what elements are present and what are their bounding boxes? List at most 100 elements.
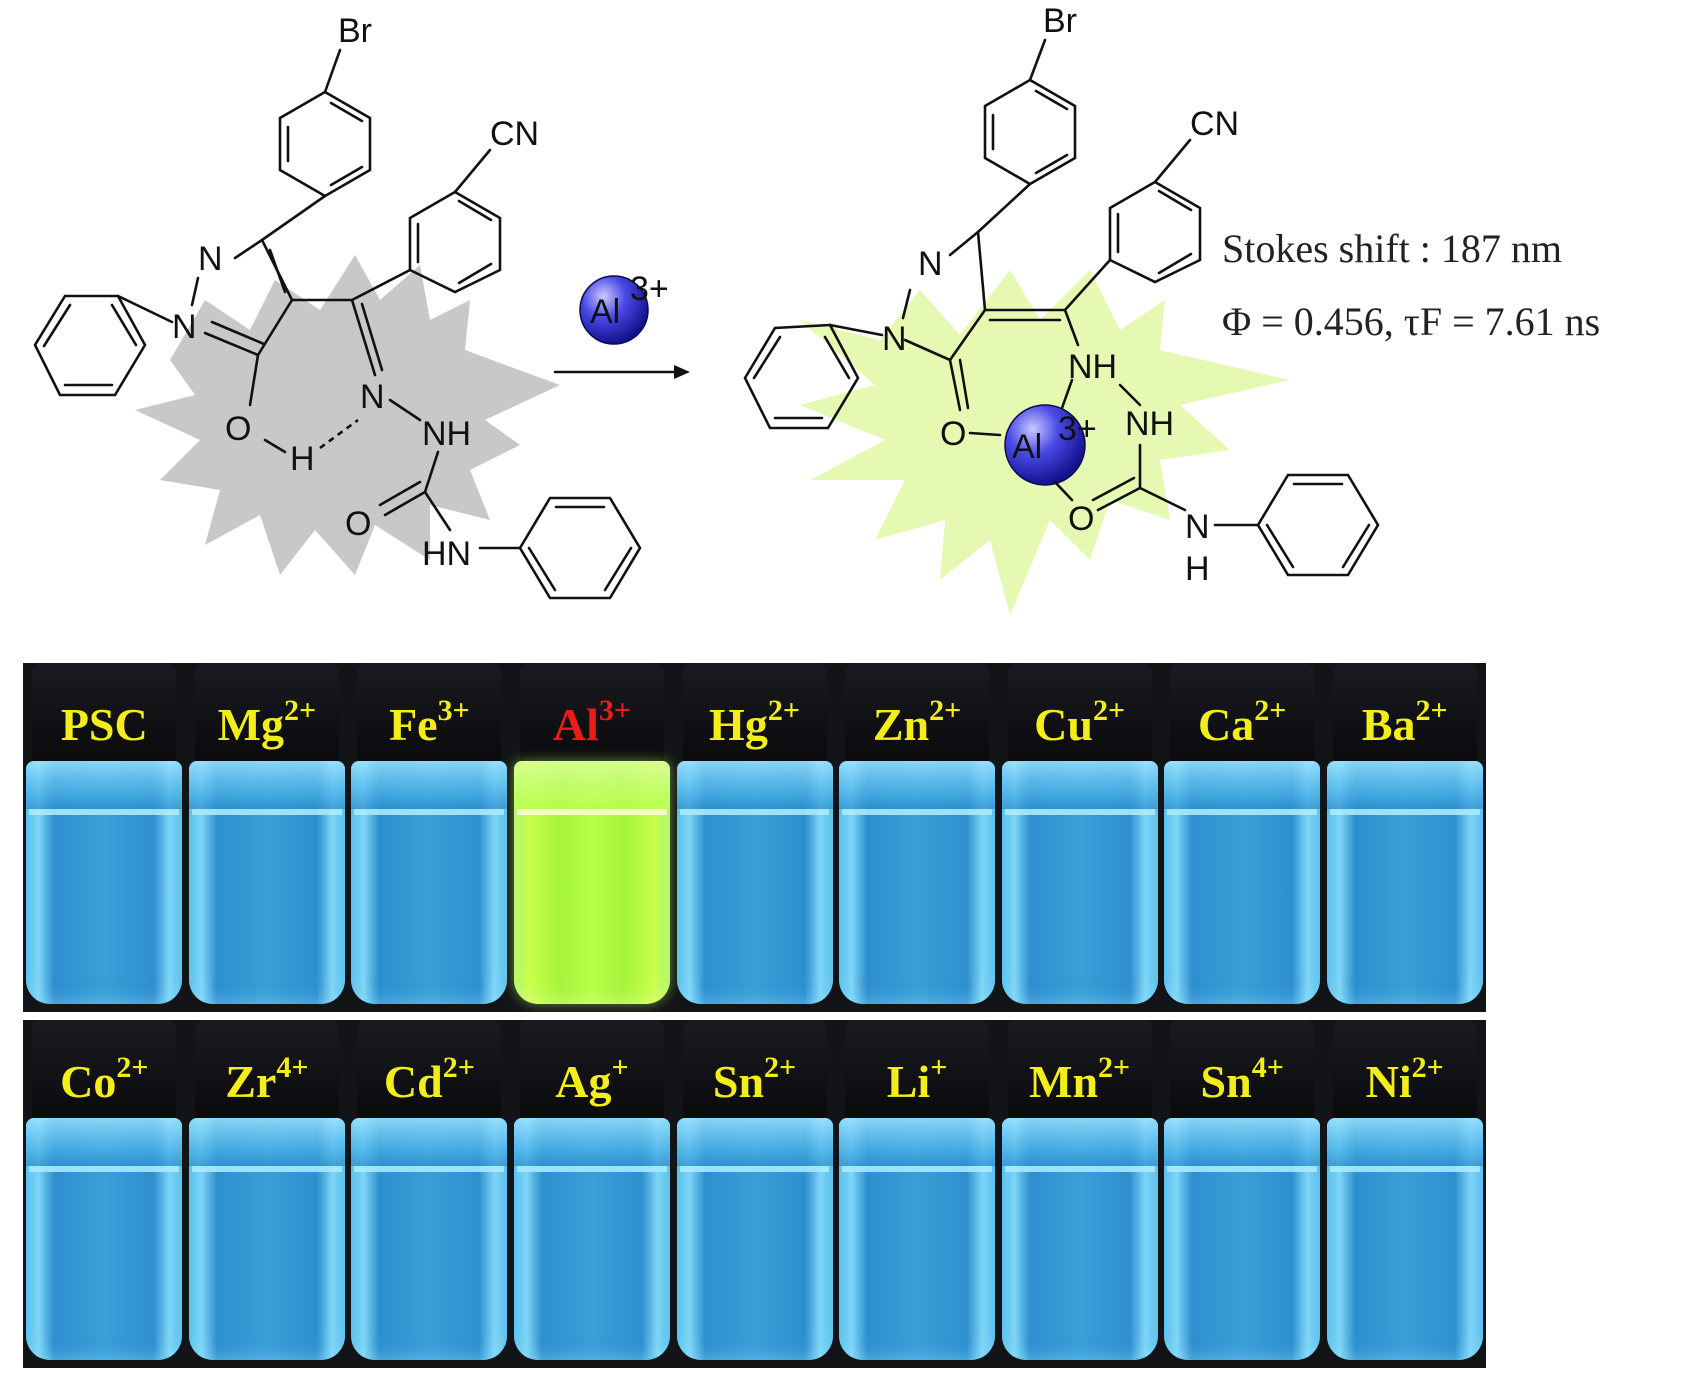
ion-label: Al3+	[512, 696, 672, 751]
vial-psc: PSC	[24, 663, 184, 1012]
vial-solution	[676, 761, 833, 1004]
complex-structure: Br N N O NH NH O N H	[743, 2, 1380, 615]
vial-solution	[26, 1118, 183, 1360]
vial-photo-bottom: Co2+Zr4+Cd2+Ag+Sn2+Li+Mn2+Sn4+Ni2+	[23, 1020, 1486, 1368]
vial-cap	[682, 1020, 827, 1118]
vial-zn-2plus: Zn2+	[837, 663, 997, 1012]
ion-label: Ca2+	[1162, 696, 1322, 751]
reagent-al-ball	[579, 275, 649, 345]
complex-n2-label: N	[918, 245, 943, 283]
ion-label: Sn4+	[1162, 1053, 1322, 1108]
vial-hg-2plus: Hg2+	[675, 663, 835, 1012]
ion-label: Co2+	[24, 1053, 184, 1108]
complex-carbonyl-o-label: O	[1068, 500, 1094, 538]
complex-n3-label: N	[1185, 508, 1210, 546]
ion-charge: 2+	[1254, 694, 1287, 727]
ion-symbol: Cu	[1034, 699, 1093, 750]
ion-label: Zn2+	[837, 696, 997, 751]
vial-solution	[1326, 761, 1483, 1004]
ion-label: Mg2+	[187, 696, 347, 751]
ligand-h-label: H	[290, 440, 315, 478]
complex-n3-h-label: H	[1185, 550, 1210, 588]
ion-symbol: Li	[886, 1056, 931, 1107]
ion-symbol: Cd	[383, 1056, 443, 1107]
stokes-shift-text: Stokes shift : 187 nm	[1222, 226, 1562, 271]
vial-solution	[1326, 1118, 1483, 1360]
complex-n1-label: N	[882, 320, 907, 358]
vial-cap	[194, 1020, 339, 1118]
vial-sn-4plus: Sn4+	[1162, 1020, 1322, 1368]
ion-symbol: Al	[552, 699, 599, 750]
complex-metal-charge: 3+	[1058, 410, 1097, 448]
vial-solution	[26, 761, 183, 1004]
vial-solution	[839, 761, 996, 1004]
vial-cap	[682, 663, 827, 761]
ligand-structure: Br N N O H N NH O HN	[33, 12, 642, 600]
vial-cap	[32, 663, 177, 761]
complex-o-label: O	[940, 415, 966, 453]
vial-cap	[357, 663, 502, 761]
vial-cap	[1332, 663, 1477, 761]
ion-label: Hg2+	[675, 696, 835, 751]
ligand-cn-label: CN	[490, 115, 539, 153]
ligand-br-label: Br	[338, 12, 372, 50]
ion-charge: 2+	[442, 1051, 475, 1084]
vial-fe-3plus: Fe3+	[349, 663, 509, 1012]
ion-symbol: Ca	[1197, 699, 1255, 750]
vial-solution	[351, 1118, 508, 1360]
ion-symbol: Mg	[217, 699, 284, 750]
ion-charge: 2+	[929, 694, 962, 727]
vial-ag-plus: Ag+	[512, 1020, 672, 1368]
vial-co-2plus: Co2+	[24, 1020, 184, 1368]
complex-cn-label: CN	[1190, 105, 1239, 143]
ligand-n2-label: N	[198, 240, 223, 278]
vial-solution	[676, 1118, 833, 1360]
ligand-carbonyl-o-label: O	[345, 505, 371, 543]
ion-charge: +	[930, 1051, 948, 1084]
vial-solution	[188, 1118, 345, 1360]
ion-charge: 2+	[283, 694, 317, 727]
vial-cap	[32, 1020, 177, 1118]
vial-cu-2plus: Cu2+	[1000, 663, 1160, 1012]
complex-nh1-label: NH	[1068, 348, 1117, 386]
ion-charge: 2+	[1092, 694, 1126, 727]
ion-symbol: Zr	[225, 1056, 277, 1107]
ion-charge: 2+	[1098, 1051, 1131, 1084]
ion-charge: 2+	[116, 1051, 149, 1084]
vial-ba-2plus: Ba2+	[1325, 663, 1485, 1012]
ion-label: Zr4+	[187, 1053, 347, 1108]
ligand-n1-label: N	[172, 308, 197, 346]
ion-symbol: Ba	[1361, 699, 1416, 750]
reagent-charge-label: 3+	[630, 270, 669, 308]
complex-br-label: Br	[1043, 2, 1077, 40]
ion-charge: 2+	[764, 1051, 797, 1084]
ion-symbol: PSC	[60, 699, 148, 750]
vial-cap	[519, 663, 664, 761]
vial-cap	[1007, 1020, 1152, 1118]
vial-cap	[519, 1020, 664, 1118]
ligand-imine-n-label: N	[360, 378, 385, 416]
vial-li-plus: Li+	[837, 1020, 997, 1368]
ion-symbol: Ag	[555, 1056, 612, 1107]
complex-metal-label: Al	[1012, 428, 1042, 466]
vial-cap	[1332, 1020, 1477, 1118]
vial-solution	[513, 761, 670, 1004]
vial-solution	[188, 761, 345, 1004]
quantum-yield-text: Φ = 0.456, τF = 7.61 ns	[1222, 299, 1600, 344]
ion-charge: 2+	[1415, 694, 1448, 727]
ion-symbol: Zn	[872, 699, 930, 750]
vial-solution	[1164, 1118, 1321, 1360]
vial-cap	[1170, 663, 1315, 761]
vial-cd-2plus: Cd2+	[349, 1020, 509, 1368]
vial-cap	[194, 663, 339, 761]
ion-charge: 3+	[437, 694, 470, 727]
complex-al-ball	[1004, 404, 1086, 486]
ion-label: Cd2+	[349, 1053, 509, 1108]
ion-label: Li+	[837, 1053, 997, 1108]
vial-cap	[1170, 1020, 1315, 1118]
ion-label: Cu2+	[1000, 696, 1160, 751]
vial-cap	[845, 663, 990, 761]
ion-label: Ni2+	[1325, 1053, 1485, 1108]
ion-symbol: Sn	[1200, 1056, 1252, 1107]
